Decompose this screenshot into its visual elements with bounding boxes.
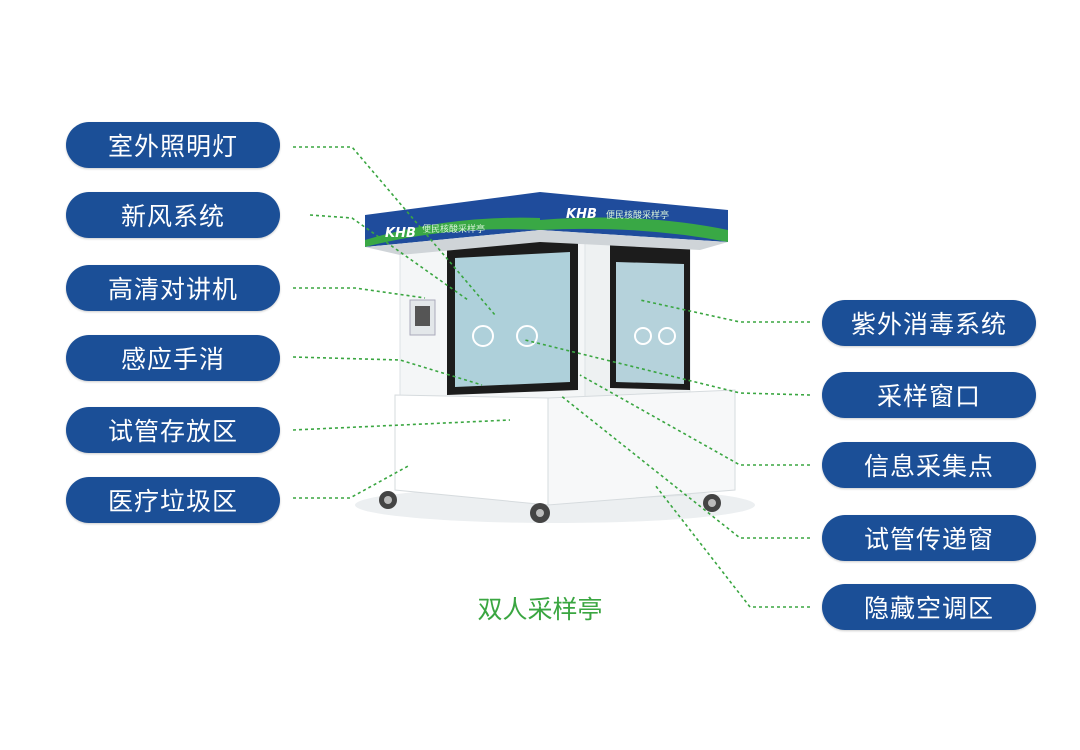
- label-sampling-window: 采样窗口: [822, 372, 1036, 418]
- label-uv-disinfection: 紫外消毒系统: [822, 300, 1036, 346]
- label-hidden-ac: 隐藏空调区: [822, 584, 1036, 630]
- label-tube-storage: 试管存放区: [66, 407, 280, 453]
- label-outdoor-light: 室外照明灯: [66, 122, 280, 168]
- label-hd-intercom: 高清对讲机: [66, 265, 280, 311]
- label-medical-waste: 医疗垃圾区: [66, 477, 280, 523]
- leader-lines: [292, 146, 811, 608]
- booth-sign-brand-2: KHB: [566, 207, 597, 222]
- label-fresh-air-system: 新风系统: [66, 192, 280, 238]
- label-tube-pass-window: 试管传递窗: [822, 515, 1036, 561]
- booth-sign-text-2: 便民核酸采样亭: [606, 209, 669, 221]
- label-info-collection: 信息采集点: [822, 442, 1036, 488]
- label-hand-sanitizer: 感应手消: [66, 335, 280, 381]
- booth-sign-brand: KHB: [385, 226, 416, 241]
- booth-sign-text: 便民核酸采样亭: [422, 223, 485, 235]
- caption: 双人采样亭: [477, 595, 603, 624]
